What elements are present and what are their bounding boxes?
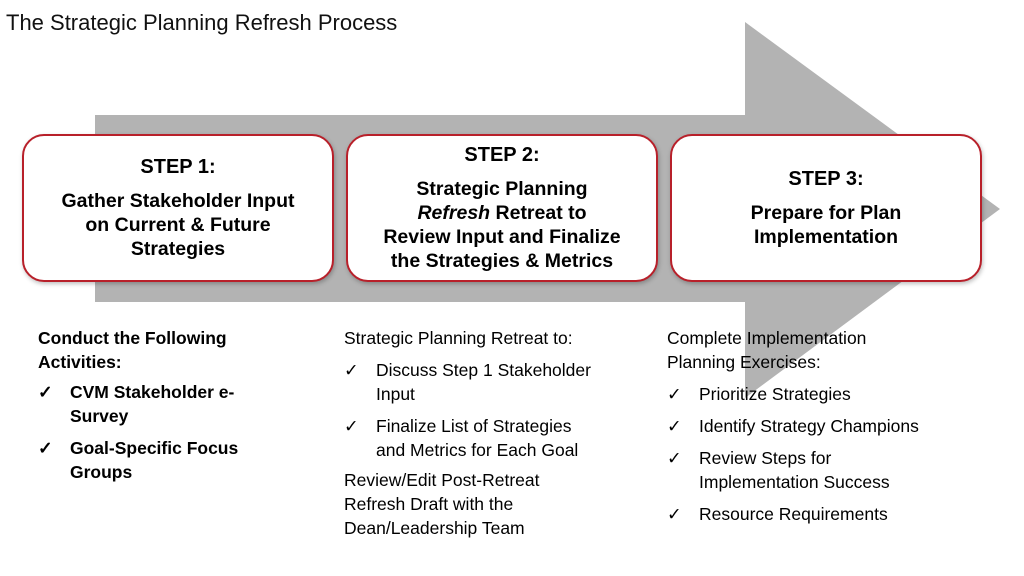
page-title: The Strategic Planning Refresh Process [6, 10, 398, 35]
check-icon: ✓ [344, 416, 359, 436]
col2-heading: Strategic Planning Retreat to: [344, 328, 573, 348]
step-3-box: STEP 3: Prepare for Plan Implementation [670, 134, 982, 282]
col3-item-3-line-1: Review Steps for [699, 448, 832, 468]
step-2-line-1: Strategic Planning [416, 178, 588, 200]
col2-item-1-line-2: Input [376, 384, 415, 404]
step-2-line-2: Refresh Retreat to [417, 201, 586, 225]
step-3-line-2: Implementation [753, 226, 899, 248]
step-2-line-2-rest: Retreat to [490, 202, 587, 224]
col3-heading-line-2: Planning Exercises: [667, 352, 821, 372]
col2-footer-line-3: Dean/Leadership Team [344, 518, 525, 538]
col3-heading-line-1: Complete Implementation [667, 328, 867, 348]
step-1-box: STEP 1: Gather Stakeholder Input on Curr… [22, 134, 334, 282]
col2-footer-line-2: Refresh Draft with the [344, 494, 514, 514]
col3-item-1-line-1: Prioritize Strategies [699, 384, 851, 404]
col1-heading-line-1: Conduct the Following [38, 328, 227, 348]
step-3-line-1: Prepare for Plan [750, 202, 902, 224]
col1-heading-line-2: Activities: [38, 352, 122, 372]
check-icon: ✓ [38, 438, 53, 458]
check-icon: ✓ [667, 416, 682, 436]
col3-item-1: ✓ Prioritize Strategies [667, 382, 1007, 406]
step-3-details: Complete Implementation Planning Exercis… [667, 326, 1007, 526]
col2-item-2-line-2: and Metrics for Each Goal [376, 440, 579, 460]
check-icon: ✓ [667, 504, 682, 524]
step-1-line-1: Gather Stakeholder Input [61, 190, 295, 212]
col2-footer-line-1: Review/Edit Post-Retreat [344, 470, 540, 490]
col2-item-2: ✓ Finalize List of Strategies and Metrics… [344, 414, 644, 462]
check-icon: ✓ [667, 448, 682, 468]
col1-item-1-line-1: CVM Stakeholder e- [70, 382, 235, 402]
col1-item-1: ✓ CVM Stakeholder e- Survey [38, 380, 328, 428]
col1-item-2-line-2: Groups [70, 462, 133, 482]
col2-footer: Review/Edit Post-Retreat Refresh Draft w… [344, 468, 644, 540]
step-2-line-4: the Strategies & Metrics [390, 250, 614, 272]
step-2-box: STEP 2: Strategic Planning Refresh Retre… [346, 134, 658, 282]
col2-item-1-line-1: Discuss Step 1 Stakeholder [376, 360, 591, 380]
col2-item-2-line-1: Finalize List of Strategies [376, 416, 572, 436]
step-3-number: STEP 3: [788, 168, 864, 190]
step-2-refresh-italic: Refresh [417, 202, 491, 224]
col1-item-2-line-1: Goal-Specific Focus [70, 438, 239, 458]
step-1-line-2: on Current & Future [85, 214, 271, 236]
col3-item-4-line-1: Resource Requirements [699, 504, 888, 524]
col3-item-4: ✓ Resource Requirements [667, 502, 1007, 526]
check-icon: ✓ [38, 382, 53, 402]
step-2-number: STEP 2: [464, 144, 540, 166]
col1-item-1-line-2: Survey [70, 406, 129, 426]
col3-item-3-line-2: Implementation Success [699, 472, 890, 492]
step-1-line-3: Strategies [130, 238, 226, 260]
step-1-number: STEP 1: [140, 156, 216, 178]
step-1-details: Conduct the Following Activities: ✓ CVM … [38, 326, 328, 484]
check-icon: ✓ [667, 384, 682, 404]
step-2-details: Strategic Planning Retreat to: ✓ Discuss… [344, 326, 644, 540]
check-icon: ✓ [344, 360, 359, 380]
col3-item-2-line-1: Identify Strategy Champions [699, 416, 919, 436]
step-2-line-3: Review Input and Finalize [383, 226, 621, 248]
col3-item-2: ✓ Identify Strategy Champions [667, 414, 1007, 438]
